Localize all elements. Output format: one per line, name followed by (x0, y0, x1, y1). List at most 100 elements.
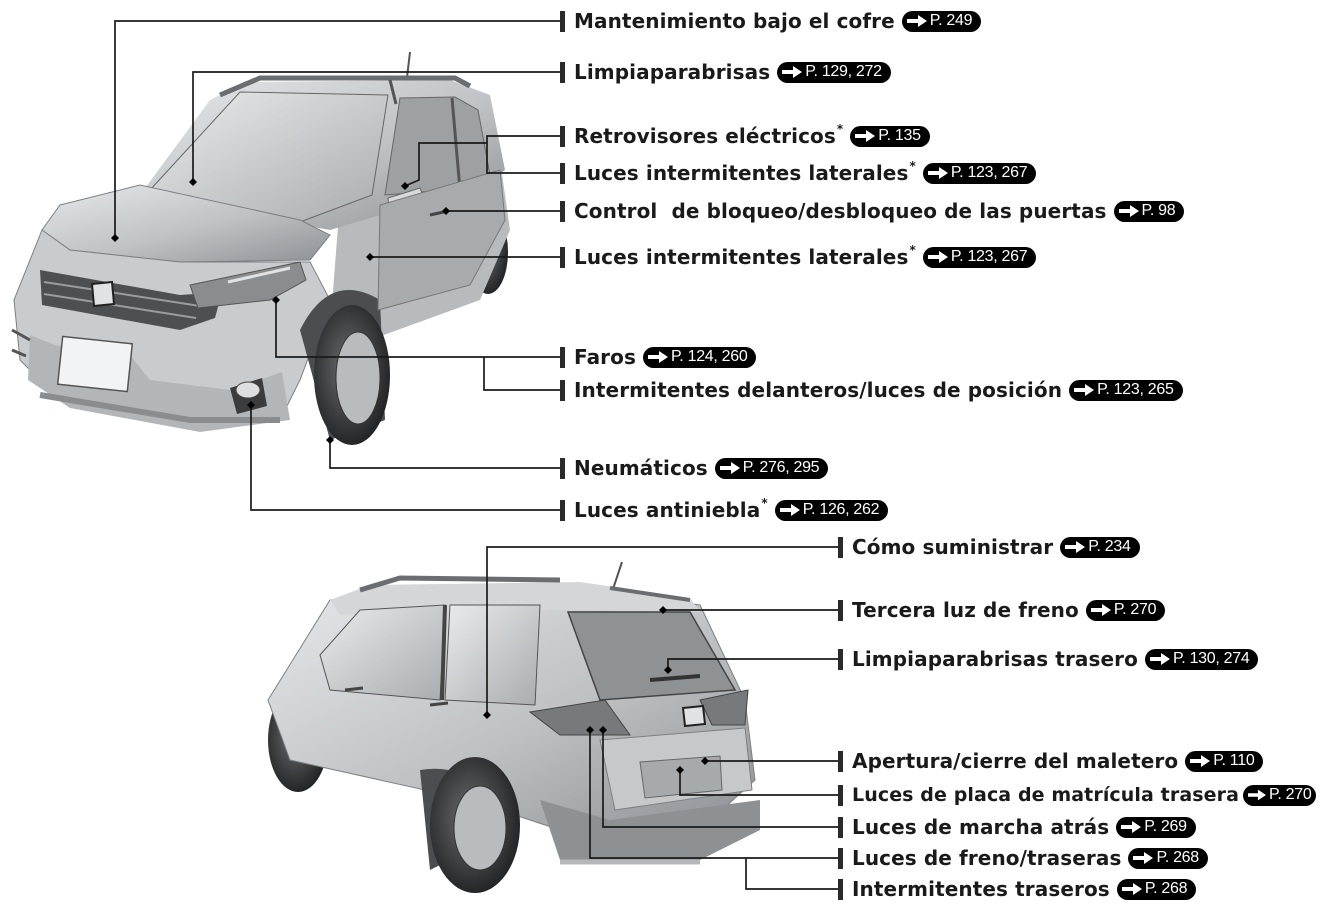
page-reference-arrow-icon (1118, 205, 1139, 217)
page-reference-arrow-icon (927, 251, 948, 263)
label-text: Luces de placa de matrícula trasera (852, 784, 1240, 806)
rear-car-illustration (267, 561, 760, 893)
page-ref-text: P. 130, 274 (1172, 650, 1250, 667)
page-ref-badge[interactable]: P. 123, 267 (922, 162, 1037, 184)
page-ref-badge[interactable]: P. 129, 272 (777, 61, 891, 83)
label-marker (838, 878, 843, 900)
label-text: Control de bloqueo/desbloqueo de las pue… (574, 199, 1107, 223)
page-ref-badge[interactable]: P. 110 (1185, 750, 1264, 772)
page-reference-arrow-icon (779, 504, 800, 516)
label-neumaticos: Neumáticos P. 276, 295 (560, 456, 829, 480)
label-text: Tercera luz de freno (852, 598, 1079, 622)
label-marker (838, 599, 843, 621)
page-ref-badge[interactable]: P. 268 (1116, 878, 1197, 900)
label-limpiaparabrisas-trasero: Limpiaparabrisas trasero P. 130, 274 (838, 647, 1259, 671)
label-intermitentes-delanteros: Intermitentes delanteros/luces de posici… (560, 378, 1183, 402)
label-marker (560, 457, 565, 479)
label-text: Mantenimiento bajo el cofre (574, 9, 895, 33)
page-reference-arrow-icon (1121, 821, 1142, 833)
page-ref-text: P. 98 (1141, 202, 1176, 219)
page-ref-text: P. 270 (1269, 786, 1312, 803)
label-marker (560, 346, 565, 368)
page-reference-arrow-icon (906, 15, 927, 27)
label-luces-freno-traseras: Luces de freno/traseras P. 268 (838, 846, 1208, 870)
page-ref-badge[interactable]: P. 130, 274 (1144, 648, 1259, 670)
page-reference-arrow-icon (927, 167, 948, 179)
label-text: Retrovisores eléctricos (574, 124, 836, 148)
page-ref-badge[interactable]: P. 234 (1060, 536, 1140, 558)
page-ref-text: P. 269 (1144, 818, 1187, 835)
label-text: Faros (574, 345, 636, 369)
asterisk-note: * (909, 243, 916, 257)
label-text: Luces antiniebla (574, 498, 761, 522)
label-text: Apertura/cierre del maletero (852, 749, 1179, 773)
page-ref-badge[interactable]: P. 269 (1116, 816, 1196, 838)
label-text: Luces de freno/traseras (852, 846, 1122, 870)
page-reference-arrow-icon (1248, 789, 1267, 801)
page-ref-badge[interactable]: P. 124, 260 (643, 346, 757, 368)
page-ref-badge[interactable]: P. 123, 265 (1069, 379, 1183, 401)
page-ref-badge[interactable]: P. 268 (1128, 847, 1208, 869)
label-marker (560, 200, 565, 222)
asterisk-note: * (761, 496, 768, 510)
page-reference-arrow-icon (1121, 883, 1142, 895)
label-marker (560, 499, 565, 521)
label-marker (838, 536, 843, 558)
page-ref-text: P. 126, 262 (802, 501, 880, 518)
label-intermitentes-traseros: Intermitentes traseros P. 268 (838, 877, 1197, 901)
page-ref-text: P. 123, 267 (950, 164, 1028, 181)
label-text: Limpiaparabrisas (574, 60, 771, 84)
label-luces-antiniebla: Luces antiniebla* P. 126, 262 (560, 496, 889, 522)
page-ref-text: P. 135 (878, 127, 921, 144)
label-text: Limpiaparabrisas trasero (852, 647, 1138, 671)
page-ref-text: P. 123, 267 (950, 248, 1028, 265)
label-limpiaparabrisas: Limpiaparabrisas P. 129, 272 (560, 60, 891, 84)
label-marker (560, 162, 565, 184)
label-intermitentes-laterales-2: Luces intermitentes laterales* P. 123, 2… (560, 243, 1037, 269)
label-marker (560, 61, 565, 83)
label-mantenimiento-cofre: Mantenimiento bajo el cofre P. 249 (560, 9, 982, 33)
page-reference-arrow-icon (719, 462, 740, 474)
label-tercera-luz-freno: Tercera luz de freno P. 270 (838, 598, 1166, 622)
page-ref-badge[interactable]: P. 276, 295 (714, 457, 829, 479)
label-text: Intermitentes traseros (852, 877, 1110, 901)
label-text: Neumáticos (574, 456, 708, 480)
asterisk-note: * (836, 122, 844, 136)
label-text: Cómo suministrar (852, 535, 1054, 559)
page-ref-badge[interactable]: P. 270 (1085, 599, 1166, 621)
label-text: Luces de marcha atrás (852, 815, 1110, 839)
label-marker (560, 125, 565, 147)
page-ref-text: P. 249 (929, 12, 973, 29)
label-control-bloqueo: Control de bloqueo/desbloqueo de las pue… (560, 199, 1185, 223)
page-ref-badge[interactable]: P. 123, 267 (922, 246, 1037, 268)
page-ref-text: P. 124, 260 (671, 348, 748, 365)
label-marker (838, 847, 843, 869)
label-luces-marcha-atras: Luces de marcha atrás P. 269 (838, 815, 1196, 839)
page-ref-text: P. 110 (1213, 752, 1255, 769)
label-marker (560, 379, 565, 401)
label-luces-placa: Luces de placa de matrícula trasera P. 2… (838, 783, 1317, 807)
page-ref-badge[interactable]: P. 249 (901, 10, 982, 32)
label-retrovisores: Retrovisores eléctricos* P. 135 (560, 122, 930, 148)
leader-lines (114, 20, 840, 890)
front-car-illustration (11, 51, 510, 445)
page-ref-badge[interactable]: P. 98 (1113, 200, 1185, 222)
label-como-suministrar: Cómo suministrar P. 234 (838, 535, 1140, 559)
page-ref-text: P. 234 (1088, 538, 1131, 555)
page-reference-arrow-icon (1065, 541, 1086, 553)
page-reference-arrow-icon (1190, 755, 1211, 767)
page-ref-text: P. 270 (1113, 601, 1157, 618)
page-ref-badge[interactable]: P. 126, 262 (774, 499, 889, 521)
label-text: Luces intermitentes laterales (574, 245, 909, 269)
page-ref-text: P. 268 (1144, 880, 1188, 897)
asterisk-note: * (909, 159, 916, 173)
label-marker (560, 246, 565, 268)
page-ref-badge[interactable]: P. 135 (850, 125, 930, 147)
leader-dots (111, 178, 709, 774)
page-reference-arrow-icon (782, 66, 803, 78)
page-ref-text: P. 268 (1156, 849, 1199, 866)
page-ref-badge[interactable]: P. 270 (1243, 784, 1317, 806)
page-ref-text: P. 123, 265 (1097, 381, 1174, 398)
